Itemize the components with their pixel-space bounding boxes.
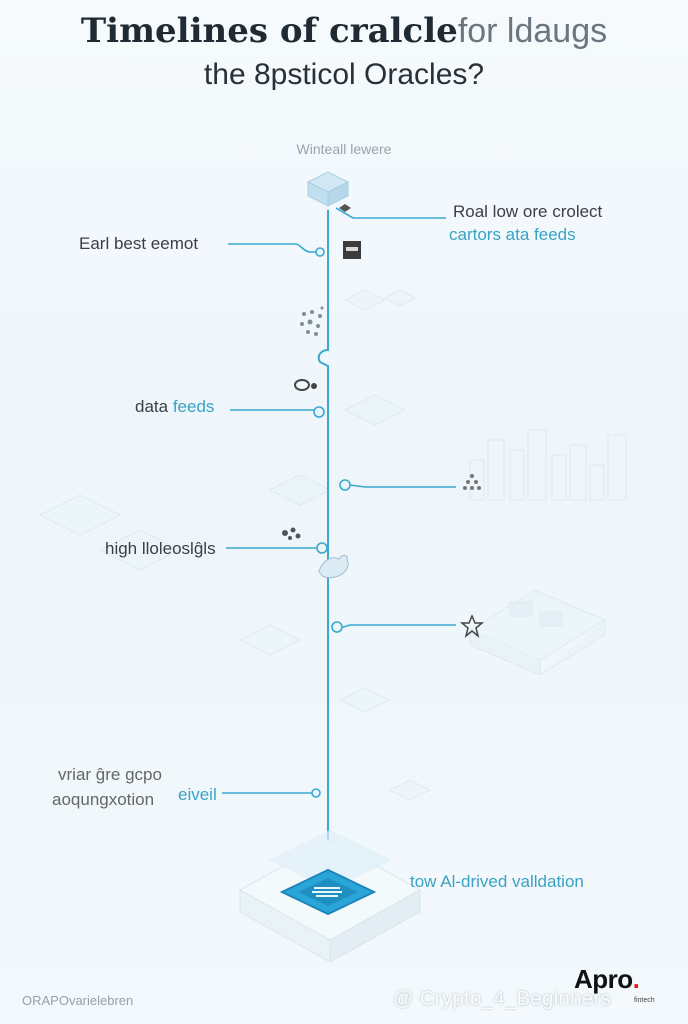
label-left-3: high lloleoslĝls — [105, 539, 216, 558]
brand-logo: Apro. — [574, 964, 640, 995]
timeline-spine — [317, 210, 329, 840]
label-left-4c: eiveil — [178, 785, 217, 804]
timeline-nodes — [311, 247, 351, 798]
bio-icon — [282, 527, 301, 540]
bug-icon — [463, 474, 481, 490]
title-main: Timelines of cralcle — [80, 11, 458, 51]
page-title: Timelines of cralclefor ldaugs — [0, 10, 688, 52]
connector-right-1 — [335, 207, 446, 219]
label-left-1: Earl best eemot — [79, 234, 199, 253]
label-left-2: data feeds — [135, 397, 214, 417]
hand-icon — [318, 554, 349, 579]
top-cube-icon — [306, 171, 350, 207]
label-left-4b: aoqungxotion — [52, 790, 155, 809]
title-faded: for ldaugs — [457, 12, 608, 50]
bg-board-left — [38, 494, 182, 571]
connector-right-3 — [339, 624, 456, 629]
node-3 — [339, 479, 351, 491]
connector-left-1 — [228, 243, 320, 253]
label-left-4a: vriar ĝre gcpo — [58, 765, 162, 784]
bg-platform-right — [468, 589, 607, 676]
connectors — [222, 207, 456, 794]
bg-city-right — [469, 429, 627, 501]
node-1 — [315, 247, 325, 257]
node-5 — [331, 621, 343, 633]
label-right-1: Roal low ore crolect — [453, 202, 603, 221]
node-4 — [316, 542, 328, 554]
server-icon — [343, 241, 361, 259]
top-caption: Winteall lewere — [296, 141, 392, 157]
brand-dot: . — [632, 964, 640, 994]
star-icon — [459, 614, 485, 639]
label-left-2-dark: data — [135, 397, 169, 416]
watermark: @ Crypto_4_Beginners — [393, 988, 612, 1010]
label-right-3: tow Al-drived valldation — [410, 872, 584, 891]
node-6 — [311, 788, 321, 798]
page-subtitle: the 8psticol Oracles? — [203, 58, 485, 91]
label-right-2: cartors ata feeds — [449, 225, 576, 244]
chip-icon — [279, 868, 377, 916]
node-icon-top — [339, 204, 351, 212]
footer-left-text: ORAPOvarielebren — [22, 993, 134, 1008]
brand-sub: fintech — [634, 997, 655, 1004]
node-icon-mid — [294, 379, 317, 391]
brand-name: Apro — [574, 964, 633, 994]
label-left-2-blue: feeds — [172, 397, 215, 416]
background-illustrations — [38, 289, 627, 801]
node-2 — [313, 406, 325, 418]
bg-tiles-center — [238, 289, 432, 801]
data-cluster-icon — [300, 306, 324, 336]
connector-right-2 — [349, 484, 456, 488]
